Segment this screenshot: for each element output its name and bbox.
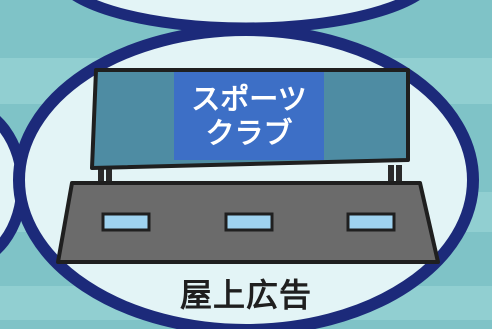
billboard-highlight bbox=[174, 72, 324, 160]
window-left bbox=[101, 212, 151, 232]
billboard-text: スポーツ クラブ bbox=[174, 82, 324, 150]
window-right bbox=[346, 212, 396, 232]
neighbor-oval-top bbox=[72, 0, 420, 34]
caption-label: 屋上広告 bbox=[179, 276, 312, 314]
billboard-post-left-2 bbox=[106, 165, 112, 185]
billboard-line-1: スポーツ bbox=[191, 82, 307, 116]
billboard-post-right bbox=[388, 165, 394, 185]
billboard-line-2: クラブ bbox=[205, 116, 293, 150]
billboard-post-left bbox=[98, 165, 104, 185]
window-center bbox=[224, 212, 274, 232]
billboard-post-right-2 bbox=[396, 165, 402, 185]
